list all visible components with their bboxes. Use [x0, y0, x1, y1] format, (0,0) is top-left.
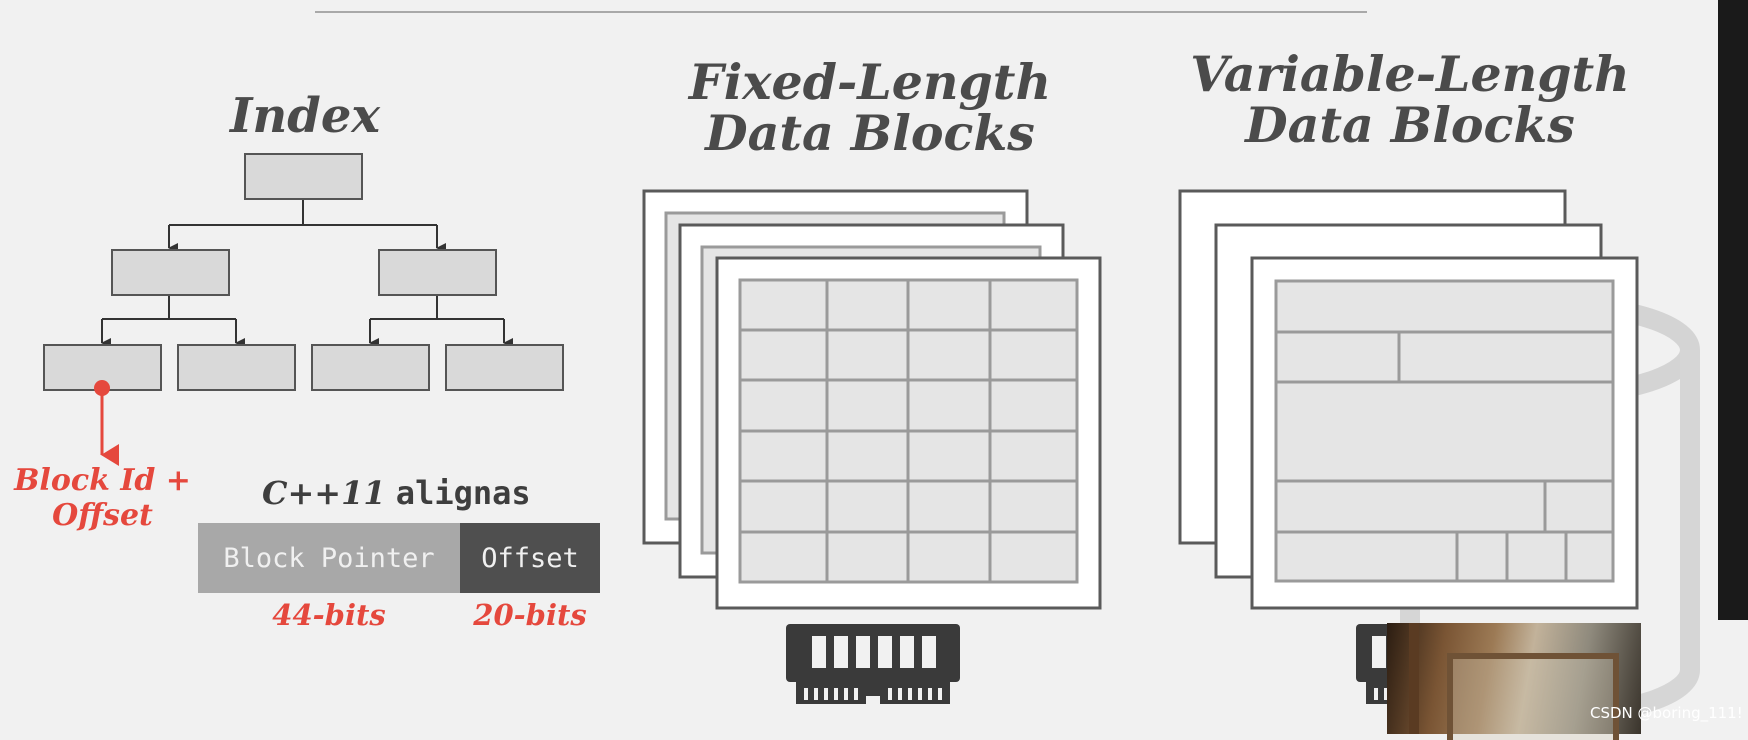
- webcam-overlay: [1387, 623, 1641, 740]
- pointer-label: Block Id + Offset: [10, 463, 195, 533]
- index-tree-diagram: [43, 153, 564, 466]
- offset-field: Offset: [460, 523, 600, 593]
- index-root-node: [244, 153, 363, 200]
- index-title: Index: [229, 88, 381, 144]
- block-pointer-bits-label: 44-bits: [272, 598, 386, 632]
- alignas-title-italic: C++11: [262, 474, 386, 512]
- fixed-grid-lines: [740, 280, 1077, 582]
- pointer-origin-dot: [94, 380, 110, 396]
- webcam-frame-edge: [1447, 653, 1619, 740]
- index-leaf-node-4: [445, 344, 564, 391]
- memory-chip-icon: [786, 624, 960, 704]
- fixed-page-front: [715, 256, 1102, 610]
- pointer-label-line2: Offset: [52, 498, 153, 533]
- variable-length-title-line1: Variable-Length: [1190, 45, 1630, 103]
- index-inner-node-left: [111, 249, 230, 296]
- index-leaf-node-3: [311, 344, 430, 391]
- pointer-label-line1: Block Id +: [14, 463, 191, 498]
- variable-page-front: [1250, 256, 1639, 610]
- fixed-length-title-line2: Data Blocks: [705, 104, 1035, 162]
- fixed-length-title-line1: Fixed-Length: [688, 53, 1052, 111]
- index-leaf-node-2: [177, 344, 296, 391]
- offset-bits-label: 20-bits: [473, 598, 587, 632]
- index-inner-node-right: [378, 249, 497, 296]
- variable-length-title-line2: Data Blocks: [1245, 96, 1575, 154]
- fixed-length-blocks-diagram: [642, 189, 1102, 610]
- csdn-watermark: CSDN @boring_111!: [1590, 704, 1743, 722]
- block-pointer-field: Block Pointer: [198, 523, 460, 593]
- alignas-title: C++11 alignas: [262, 474, 531, 512]
- right-edge-strip: [1718, 0, 1748, 620]
- variable-length-title: Variable-Length Data Blocks: [1180, 50, 1640, 150]
- webcam-frame-edge: [1409, 623, 1419, 734]
- alignas-title-mono: alignas: [395, 474, 531, 512]
- top-divider: [315, 11, 1367, 13]
- fixed-length-title: Fixed-Length Data Blocks: [660, 58, 1080, 158]
- variable-grid-lines: [1276, 330, 1613, 581]
